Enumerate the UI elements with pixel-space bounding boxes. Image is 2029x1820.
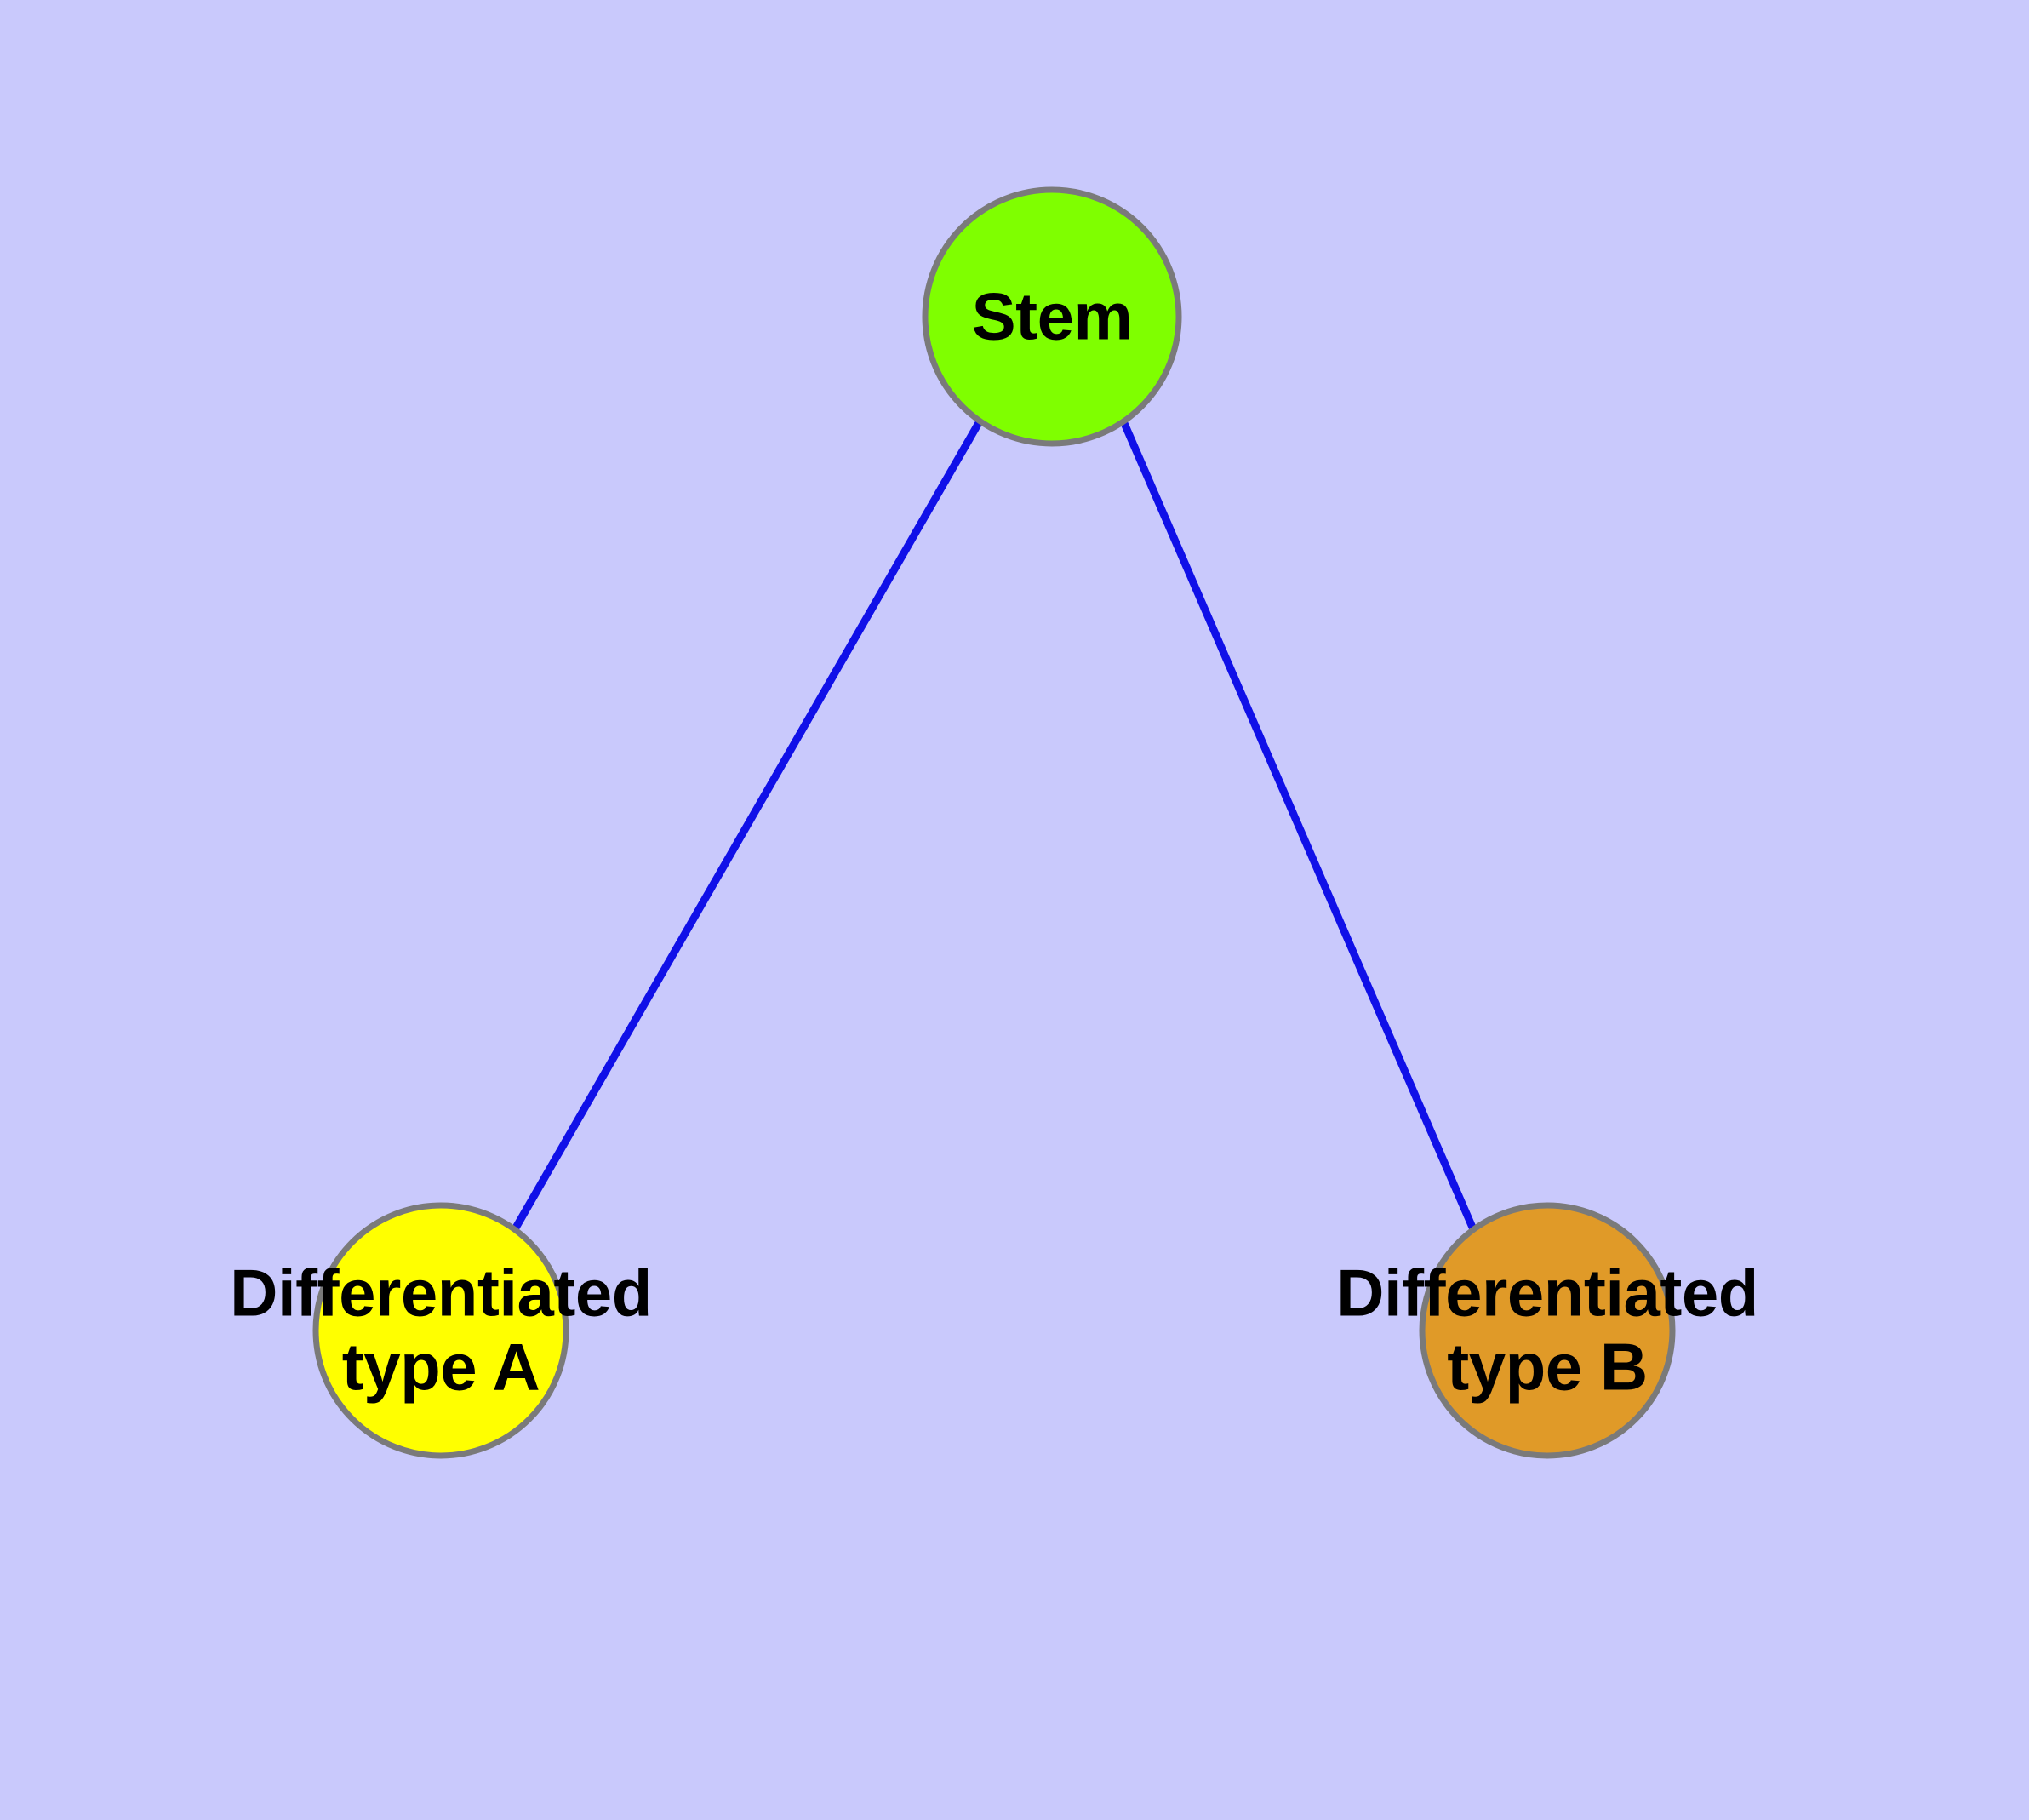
node-differentiated-type-a[interactable] (312, 1202, 569, 1459)
edge-stem-to-differentiated-type-a (512, 419, 983, 1232)
edges-group (512, 419, 1477, 1232)
edge-stem-to-differentiated-type-b (1119, 420, 1477, 1231)
nodes-group (312, 186, 1676, 1459)
node-stem[interactable] (922, 186, 1182, 447)
node-differentiated-type-b[interactable] (1419, 1202, 1676, 1459)
